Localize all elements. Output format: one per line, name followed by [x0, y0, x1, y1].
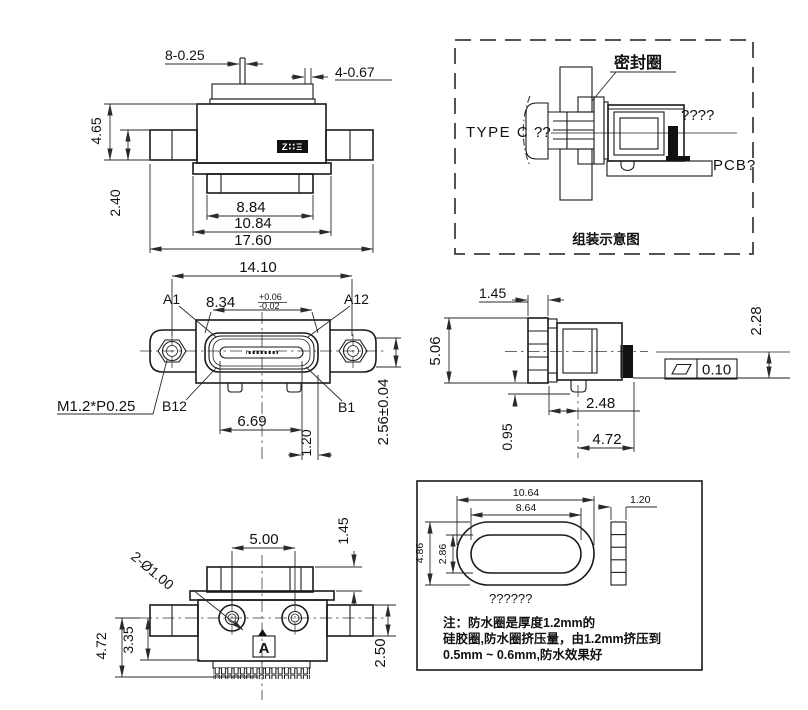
dim-seal-outer-height: 4.86	[414, 543, 426, 564]
dim-flange-thickness: 1.45	[479, 285, 506, 301]
unknown-marks: ????	[681, 107, 714, 124]
side-body	[556, 322, 623, 381]
pin-label-a1: A1	[163, 291, 180, 307]
top-tongue	[206, 173, 314, 194]
dim-edge: 1.45	[335, 517, 351, 544]
bottom-view: A 5.00 1.45 2.50 4.72 3.35 2-Ø1.00	[93, 517, 396, 700]
dim-seal-outer-width: 10.64	[513, 487, 539, 499]
dim-hole-span: 14.10	[239, 259, 277, 276]
front-body	[195, 319, 331, 384]
flatness-icon	[671, 363, 692, 375]
dim-flange-height: 5.06	[427, 336, 444, 365]
assembly-border	[454, 39, 754, 255]
front-foot-left	[227, 383, 243, 393]
dim-center-to-body: 3.35	[120, 626, 136, 653]
bottom-tongue	[206, 566, 314, 593]
plug-marks: ??	[534, 124, 551, 141]
dim-foot-offset: 0.95	[499, 423, 515, 450]
seal-outer	[456, 521, 595, 586]
dim-tol-minus: -0.02	[259, 301, 280, 311]
seal-note-line2: 硅胶圈,防水圈挤压量，由1.2mm挤压到	[443, 631, 661, 646]
seal-note-line3: 0.5mm ~ 0.6mm,防水效果好	[443, 647, 603, 662]
dim-tol-plus: +0.06	[259, 292, 282, 302]
dim-foot-to-pin: 4.72	[592, 431, 621, 448]
seal-label: 密封圈	[613, 53, 662, 72]
datum-letter: A	[259, 640, 270, 657]
pin-label-a12: A12	[344, 291, 369, 307]
dim-tongue-width-front: 6.69	[237, 413, 266, 430]
dim-body-height: 4.65	[88, 117, 104, 144]
side-foot	[570, 380, 587, 393]
assembly-caption: 组装示意图	[572, 231, 640, 247]
right-hex-nut	[338, 339, 368, 363]
dim-seating-height: 2.28	[748, 306, 765, 335]
dim-seal-thickness: 1.20	[630, 494, 651, 506]
brand-logo-badge	[277, 140, 308, 153]
front-opening-inner	[208, 335, 315, 370]
flatness-frame	[664, 358, 738, 380]
plug-label: TYPE C	[466, 124, 529, 141]
receptacle-pins	[668, 126, 678, 156]
pcb	[606, 160, 713, 177]
left-hex-nut	[157, 339, 187, 363]
pcb-hole	[620, 160, 635, 172]
brand-logo-text: Z∷Ξ	[282, 142, 304, 153]
front-contacts	[246, 349, 278, 356]
dim-tongue-width: 8.84	[236, 199, 265, 216]
dim-flange-to-foot: 2.48	[586, 395, 615, 412]
seal-side-strip	[610, 521, 627, 586]
top-view: Z∷Ξ 8-0.25 4-0.67 4.65 2.40 8.84 10.84	[88, 47, 392, 253]
front-right-flange	[330, 329, 377, 373]
pin-label-b12: B12	[162, 398, 187, 414]
pcb-label: PCB?	[713, 157, 756, 174]
dim-wing-height: 2.40	[107, 189, 123, 216]
dim-post-pitch: 5.00	[249, 531, 278, 548]
dim-pin-width: 8-0.25	[165, 47, 205, 63]
plug-overmold	[525, 102, 549, 160]
panel-upper	[559, 66, 593, 113]
dim-plate-width: 10.84	[234, 215, 272, 232]
side-flange	[527, 317, 549, 384]
dim-edge-gap: 1.20	[298, 429, 314, 456]
dim-wing-height-bottom: 2.50	[372, 638, 389, 667]
front-left-flange	[149, 329, 196, 373]
bottom-pin-comb	[213, 668, 310, 679]
seal-inner	[470, 534, 582, 574]
thread-label: M1.2*P0.25	[57, 398, 135, 415]
pin-label-b1: B1	[338, 399, 355, 415]
front-opening-outer	[204, 332, 319, 373]
dim-pin-pitch: 4-0.67	[335, 64, 375, 80]
dim-opening-height: 2.56±0.04	[375, 379, 392, 446]
panel-lower	[559, 148, 593, 201]
top-left-wing	[149, 129, 198, 161]
seal-detail: 10.64 8.64 4.86 2.86 1.20 ?????? 注：防水圈是厚…	[414, 480, 703, 671]
front-tongue	[219, 346, 304, 359]
dim-total-width: 17.60	[234, 232, 272, 249]
front-foot-right	[286, 383, 302, 393]
dim-opening-width: 8.34	[206, 294, 235, 311]
datum-triangle	[258, 629, 267, 636]
dim-seal-inner-height: 2.86	[437, 544, 449, 565]
seal-detail-border	[416, 480, 703, 671]
break-line	[522, 95, 531, 167]
side-view: 1.45 5.06 0.95 2.48 4.72 2.28 0.10	[427, 285, 790, 458]
seal-note-line1: 注：防水圈是厚度1.2mm的	[443, 615, 595, 630]
flatness-value: 0.10	[702, 362, 731, 379]
dim-seal-inner-width: 8.64	[516, 502, 537, 514]
front-view: 14.10 8.34 +0.06 -0.02 A1 A12 B12 B1 M1.…	[57, 259, 401, 462]
side-pins	[623, 345, 633, 378]
assembly-view: 密封圈 TYPE C ?? ???? PCB? 组装示意图	[454, 39, 756, 255]
dim-center-to-pin: 4.72	[93, 632, 109, 659]
seal-caption: ??????	[489, 591, 532, 606]
